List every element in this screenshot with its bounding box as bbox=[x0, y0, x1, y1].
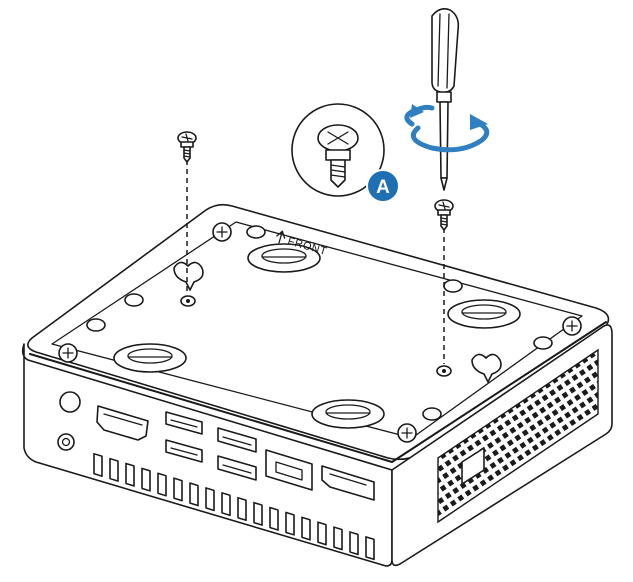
hdmi-port bbox=[96, 405, 149, 441]
usb-port bbox=[217, 455, 257, 481]
corner-screw bbox=[212, 222, 232, 242]
front-panel-ports bbox=[57, 391, 375, 561]
rubber-foot bbox=[247, 243, 321, 273]
rubber-foot bbox=[311, 399, 385, 429]
rotation-arrow-icon bbox=[404, 104, 490, 153]
side-vent-tab bbox=[461, 447, 485, 485]
usb-port bbox=[217, 427, 257, 453]
front-arrow-icon bbox=[276, 230, 286, 244]
chassis-front-face bbox=[21, 343, 393, 567]
power-button bbox=[59, 391, 81, 413]
audio-jack bbox=[57, 433, 75, 451]
plate-corner-screws bbox=[58, 222, 582, 443]
corner-screw bbox=[58, 343, 78, 363]
rubber-foot bbox=[113, 343, 187, 373]
corner-screw bbox=[562, 316, 582, 336]
magnifier-callout-icon: A bbox=[291, 103, 400, 203]
callout-badge bbox=[366, 169, 400, 203]
usb-port bbox=[165, 411, 203, 435]
screw-icon bbox=[434, 199, 454, 231]
front-vent-slots bbox=[93, 452, 375, 561]
screwdriver-icon bbox=[431, 8, 460, 191]
usb-port bbox=[165, 439, 203, 463]
displayport-port bbox=[321, 465, 375, 501]
screw-icon bbox=[177, 131, 197, 163]
side-vent-grille bbox=[437, 348, 599, 524]
callout-letter: A bbox=[376, 177, 390, 198]
keyhole-slot-left bbox=[173, 261, 204, 307]
corner-screw bbox=[397, 423, 417, 443]
rubber-feet bbox=[113, 243, 521, 429]
rubber-foot bbox=[447, 299, 521, 329]
chassis-top-face bbox=[27, 203, 610, 461]
keyhole-slot-right bbox=[436, 353, 502, 383]
